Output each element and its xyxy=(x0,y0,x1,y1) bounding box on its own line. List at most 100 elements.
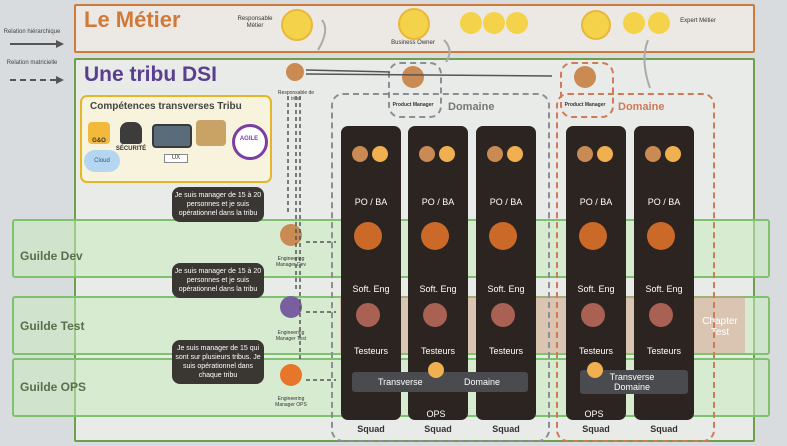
squad-4-po-avatar xyxy=(577,146,593,162)
squad-2-test-avatar xyxy=(423,303,447,327)
squad-3-soft-eng: Soft. Eng xyxy=(487,284,525,294)
squad-1-label: Squad xyxy=(357,424,385,434)
product-manager-2-avatar xyxy=(574,66,596,88)
business-owner-label: Business Owner xyxy=(391,40,435,46)
competence-ux: UX xyxy=(164,154,188,163)
guilde-ops-label: Guilde OPS xyxy=(20,380,87,394)
squad-4-label: Squad xyxy=(582,424,610,434)
squad-1-testeurs: Testeurs xyxy=(353,346,388,356)
squad-1-po-avatar xyxy=(352,146,368,162)
bubble-ops: Je suis manager de 15 qui sont sur plusi… xyxy=(172,340,264,384)
squad-4-ba-avatar xyxy=(597,146,613,162)
bubble-test: Je suis manager de 15 à 20 personnes et … xyxy=(172,263,264,298)
transverse-label-1b: Domaine xyxy=(464,377,501,387)
cloud-icon xyxy=(84,150,120,172)
responsable-tribu-avatar xyxy=(286,63,304,81)
competence-go: G&O xyxy=(92,138,106,144)
transverse-label-2: Transverse Domaine xyxy=(609,372,655,392)
responsable-metier-avatar xyxy=(281,9,313,41)
product-manager-1-label: Product Manager xyxy=(392,102,434,108)
squad-5-dev-avatar xyxy=(647,222,675,250)
squad-2-ba-avatar xyxy=(439,146,455,162)
expert-metier-label: Expert Métier xyxy=(680,18,716,24)
business-team-avatar-2 xyxy=(483,12,505,34)
squad-2-po-ba: PO / BA xyxy=(421,197,455,207)
transverse-label-1a: Transverse xyxy=(378,377,423,387)
squad-5-po-avatar xyxy=(645,146,661,162)
legend-matricielle: Relation matricielle xyxy=(6,60,58,66)
lock-icon xyxy=(120,122,142,144)
squad-3-label: Squad xyxy=(492,424,520,434)
squad-5-label: Squad xyxy=(650,424,678,434)
domain-2-label: Domaine xyxy=(618,101,665,113)
metier-title: Le Métier xyxy=(84,7,181,32)
expert-avatar-1 xyxy=(581,10,611,40)
squad-1 xyxy=(341,126,401,420)
squad-5-po-ba: PO / BA xyxy=(647,197,681,207)
squad-2-testeurs: Testeurs xyxy=(420,346,455,356)
squad-3-dev-avatar xyxy=(489,222,517,250)
squad-4-testeurs: Testeurs xyxy=(578,346,613,356)
product-manager-2-label: Product Manager xyxy=(564,102,606,108)
legend-arrow-dashed xyxy=(10,76,64,84)
expert-avatar-3 xyxy=(648,12,670,34)
business-owner-avatar xyxy=(398,8,430,40)
squad-2-po-avatar xyxy=(419,146,435,162)
squad-4-test-avatar xyxy=(581,303,605,327)
responsable-metier-label: Responsable Métier xyxy=(237,16,273,29)
ops-avatar-1 xyxy=(428,362,444,378)
squad-1-dev-avatar xyxy=(354,222,382,250)
squad-4-dev-avatar xyxy=(579,222,607,250)
squad-1-soft-eng: Soft. Eng xyxy=(352,284,390,294)
squad-4-soft-eng: Soft. Eng xyxy=(577,284,615,294)
product-manager-1-frame xyxy=(388,62,442,118)
manager-test-label: Engineering Manager Test xyxy=(275,330,307,342)
books-icon xyxy=(196,120,226,146)
squad-5-test-avatar xyxy=(649,303,673,327)
chapter-test-label: Chapter Test xyxy=(702,316,738,338)
go-icon xyxy=(88,122,110,144)
guilde-test-label: Guilde Test xyxy=(20,319,85,333)
competences-title: Compétences transverses Tribu xyxy=(90,101,242,112)
squad-2-label: Squad xyxy=(424,424,452,434)
legend-arrow-solid xyxy=(10,40,64,48)
squad-3-po-ba: PO / BA xyxy=(489,197,523,207)
tribu-title: Une tribu DSI xyxy=(84,63,218,86)
squad-5-soft-eng: Soft. Eng xyxy=(645,284,683,294)
squad-1-po-ba: PO / BA xyxy=(354,197,388,207)
agile-icon xyxy=(232,124,268,160)
ops-label-1: OPS xyxy=(426,409,446,419)
manager-dev-label: Engineering Manager Dev xyxy=(275,256,306,268)
bubble-dev: Je suis manager de 15 à 20 personnes et … xyxy=(172,187,264,222)
expert-avatar-2 xyxy=(623,12,645,34)
manager-ops-label: Engineering Manager OPS xyxy=(275,396,307,408)
squad-3 xyxy=(476,126,536,420)
product-manager-2-frame xyxy=(560,62,614,118)
screen-icon xyxy=(152,124,192,148)
squad-5-ba-avatar xyxy=(665,146,681,162)
domain-2-frame xyxy=(556,93,715,442)
ops-label-2: OPS xyxy=(584,409,604,419)
squad-3-test-avatar xyxy=(491,303,515,327)
product-manager-1-avatar xyxy=(402,66,424,88)
competence-cloud: Cloud xyxy=(94,158,110,164)
ops-avatar-2 xyxy=(587,362,603,378)
guilde-dev-label: Guilde Dev xyxy=(20,249,83,263)
legend-hierarchique: Relation hiérarchique xyxy=(3,29,61,35)
competence-agile: AGILE xyxy=(239,136,259,142)
squad-2-dev-avatar xyxy=(421,222,449,250)
squad-5-testeurs: Testeurs xyxy=(646,346,681,356)
squad-3-testeurs: Testeurs xyxy=(488,346,523,356)
squad-4-po-ba: PO / BA xyxy=(579,197,613,207)
competence-securite: SÉCURITÉ xyxy=(115,146,147,152)
manager-test-avatar xyxy=(280,296,302,318)
business-team-avatar-3 xyxy=(506,12,528,34)
business-team-avatar-1 xyxy=(460,12,482,34)
transverse-bar-1 xyxy=(352,372,528,392)
domain-1-label: Domaine xyxy=(448,101,495,113)
squad-1-ba-avatar xyxy=(372,146,388,162)
squad-3-ba-avatar xyxy=(507,146,523,162)
squad-3-po-avatar xyxy=(487,146,503,162)
squad-1-test-avatar xyxy=(356,303,380,327)
